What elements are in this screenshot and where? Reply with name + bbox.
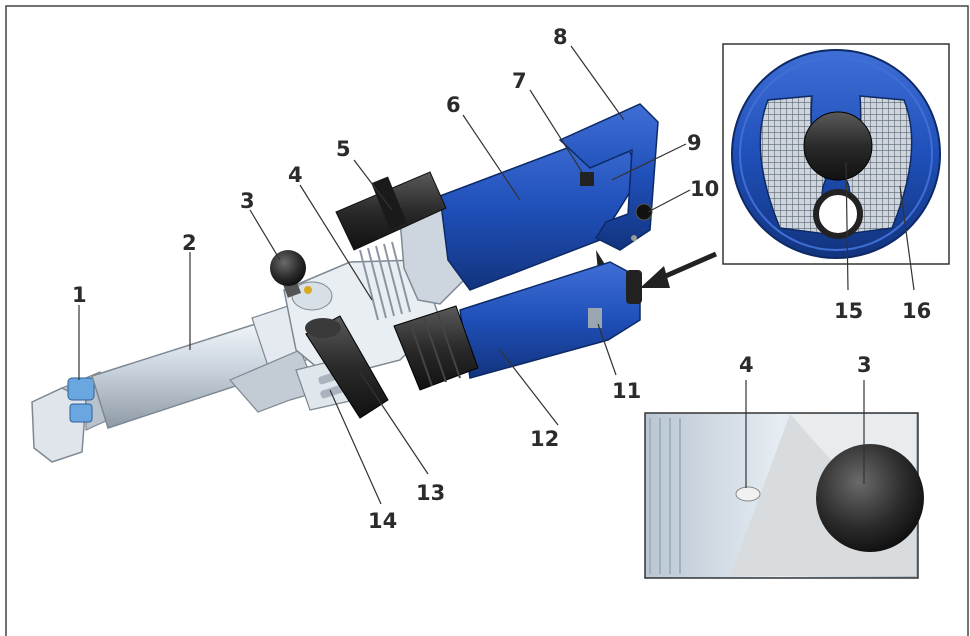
locking-pin — [735, 486, 761, 502]
blower-collar — [393, 305, 479, 391]
figure-border — [5, 5, 969, 636]
callout-4: 4 — [288, 163, 303, 187]
inset-filter-callouts: 15 16 — [834, 161, 931, 323]
inset-air-filter — [722, 43, 950, 265]
callout-7: 7 — [512, 69, 527, 93]
callout-3: 3 — [240, 189, 255, 213]
callout-leader-lines — [78, 45, 691, 505]
main-callouts: 1 2 3 4 5 6 7 8 9 10 11 12 13 14 — [72, 25, 719, 533]
callout-8: 8 — [553, 25, 568, 49]
callout-4-inset: 4 — [739, 353, 754, 377]
hot-air-blower — [459, 261, 642, 379]
callout-3-inset: 3 — [857, 353, 872, 377]
callout-5: 5 — [336, 137, 351, 161]
air-pipe — [229, 349, 319, 413]
callout-11: 11 — [612, 379, 641, 403]
ball-knob-detail — [816, 444, 924, 552]
side-handle — [305, 315, 389, 419]
callout-15: 15 — [834, 299, 863, 323]
callout-9: 9 — [687, 131, 702, 155]
drill-front-grip — [335, 171, 447, 251]
callout-6: 6 — [446, 93, 461, 117]
callout-16: 16 — [902, 299, 931, 323]
callout-14: 14 — [368, 509, 397, 533]
inset-ball-callouts: 4 3 — [739, 353, 872, 488]
callout-10: 10 — [690, 177, 719, 201]
inset-ball-detail — [644, 412, 924, 579]
callout-2: 2 — [182, 231, 197, 255]
welder-tool — [31, 103, 718, 463]
callout-13: 13 — [416, 481, 445, 505]
drill-body — [439, 103, 659, 291]
callout-1: 1 — [72, 283, 87, 307]
filter-knob — [803, 111, 873, 181]
callout-12: 12 — [530, 427, 559, 451]
arrow-left-icon — [640, 251, 718, 288]
